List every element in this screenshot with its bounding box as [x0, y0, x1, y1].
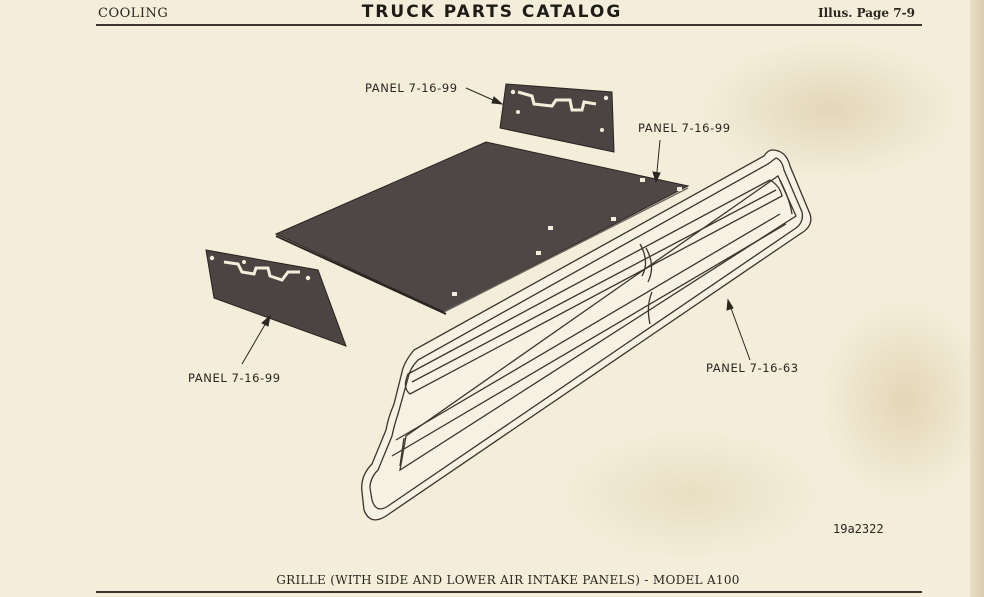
callout-lower-intake-panel: PANEL 7-16-99 [638, 121, 731, 135]
header-rule [96, 24, 922, 26]
page-reference: Illus. Page 7-9 [818, 6, 915, 20]
callout-upper-side-panel: PANEL 7-16-99 [365, 81, 458, 95]
figure-caption: GRILLE (WITH SIDE AND LOWER AIR INTAKE P… [276, 573, 740, 587]
left-side-panel [205, 249, 347, 347]
lower-intake-panel [274, 141, 690, 315]
callout-left-side-panel: PANEL 7-16-99 [188, 371, 281, 385]
figure-number: 19a2322 [833, 522, 884, 536]
leader-lines [241, 87, 751, 365]
callout-grille: PANEL 7-16-63 [706, 361, 799, 375]
section-label: COOLING [98, 6, 169, 21]
upper-side-panel [499, 83, 615, 153]
page-edge [970, 0, 984, 597]
grille-frame [361, 149, 812, 521]
catalog-title: TRUCK PARTS CATALOG [361, 2, 623, 22]
footer-rule [96, 591, 922, 593]
